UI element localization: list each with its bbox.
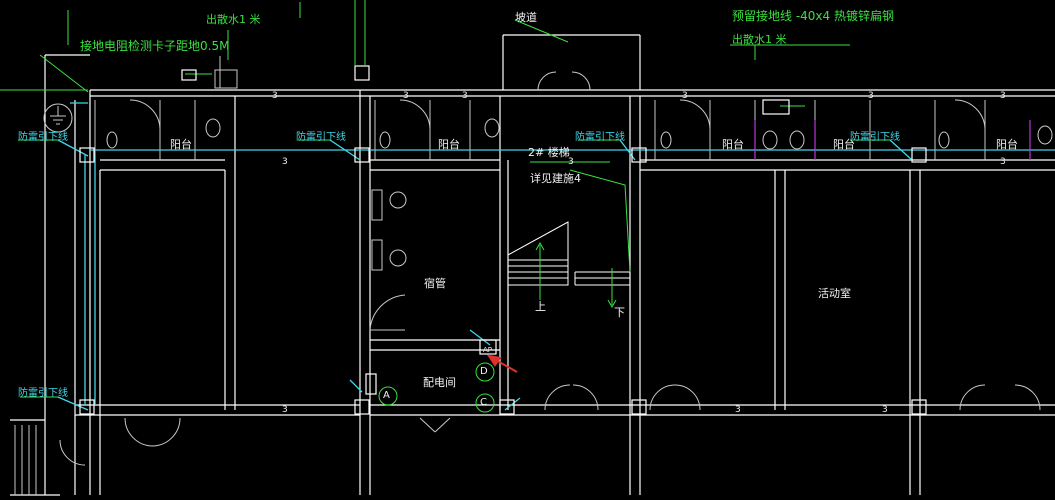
partitions-and-fixtures [14, 56, 1053, 495]
balcony-label-1: 阳台 [170, 138, 192, 151]
distribution-box-tag: AP [483, 346, 493, 354]
stair-up-label: 上 [535, 300, 546, 313]
axis-mark-1: 3 [272, 91, 278, 101]
stair [507, 221, 630, 286]
equipment-d-label: D [480, 366, 488, 377]
ground-line-note: 预留接地线 -40x4 热镀锌扁钢 [732, 9, 894, 23]
axis-mark-8: 3 [568, 157, 574, 167]
balcony-label-5: 阳台 [996, 138, 1018, 151]
balcony-label-2: 阳台 [438, 138, 460, 151]
downlead-label-3: 防雷引下线 [575, 132, 625, 143]
axis-mark-2: 3 [403, 91, 409, 101]
ramp-label: 坡道 [515, 11, 537, 24]
axis-mark-3: 3 [462, 91, 468, 101]
equipment-c-label: C [480, 397, 487, 408]
apron-right-note: 出散水1 米 [732, 33, 787, 46]
axis-mark-9: 3 [1000, 157, 1006, 167]
stair-down-label: 下 [614, 306, 625, 319]
annotation-lines [0, 0, 890, 398]
accent-lines [754, 120, 1031, 160]
axis-mark-12: 3 [882, 405, 888, 415]
conductor-lines [57, 102, 1055, 411]
main-walls [10, 34, 1055, 496]
axis-mark-6: 3 [1000, 91, 1006, 101]
top-apron-note: 出散水1 米 [206, 13, 261, 26]
columns [79, 65, 927, 415]
downlead-label-2: 防雷引下线 [296, 132, 346, 143]
axis-mark-7: 3 [282, 157, 288, 167]
power-room-label: 配电间 [423, 376, 456, 389]
downlead-label-1: 防雷引下线 [18, 132, 68, 143]
equipment-a-label: A [383, 390, 390, 401]
axis-mark-11: 3 [735, 405, 741, 415]
stair-title: 2# 楼梯 [528, 146, 570, 159]
downlead-label-4: 防雷引下线 [850, 132, 900, 143]
equipment-circles [378, 362, 495, 413]
axis-mark-10: 3 [282, 405, 288, 415]
activity-room-label: 活动室 [818, 287, 851, 300]
ground-test-note: 接地电阻检测卡子距地0.5M [80, 39, 230, 53]
axis-mark-4: 3 [682, 91, 688, 101]
axis-mark-5: 3 [868, 91, 874, 101]
stair-arrows [535, 169, 631, 309]
stair-reference: 详见建施4 [530, 172, 581, 185]
ground-symbol [43, 103, 73, 133]
dorm-manager-label: 宿管 [424, 277, 446, 290]
balcony-label-3: 阳台 [722, 138, 744, 151]
balcony-label-4: 阳台 [833, 138, 855, 151]
downlead-label-5: 防雷引下线 [18, 388, 68, 399]
pointer-arrow [486, 354, 518, 373]
